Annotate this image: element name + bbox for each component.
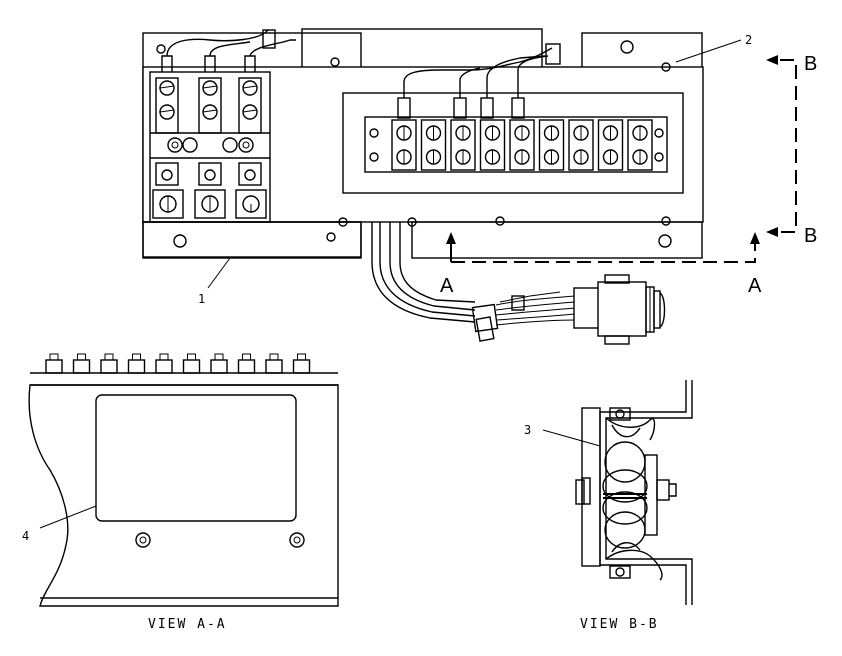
- flange-hole: [173, 234, 187, 248]
- terminal-edge: [292, 359, 311, 374]
- bracket-hole: [620, 40, 634, 54]
- terminal-edge: [265, 359, 283, 374]
- view-b-b-drawing: [542, 380, 693, 605]
- terminal-position: [479, 119, 506, 171]
- terminal-position: [420, 119, 447, 171]
- terminal-position: [568, 119, 594, 171]
- leader-3: [542, 429, 601, 447]
- fuse-block: [149, 29, 296, 223]
- view-b-b-label: VIEW B-B: [580, 617, 659, 632]
- terminal-edge: [45, 359, 63, 374]
- callout-2: 2: [745, 33, 752, 47]
- section-line-b: [766, 55, 797, 237]
- terminal-position: [509, 119, 535, 171]
- callout-3: 3: [524, 423, 531, 437]
- main-assembly: [142, 28, 797, 345]
- terminal-position: [538, 119, 565, 171]
- leader-2: [675, 39, 742, 63]
- callout-1: 1: [198, 292, 205, 306]
- terminal-position: [597, 119, 624, 171]
- view-a-a-drawing: [28, 353, 339, 607]
- wire-harness: [371, 222, 666, 345]
- section-mark-b-bottom: B: [804, 225, 817, 247]
- terminal-edge: [72, 359, 91, 374]
- terminal-edge: [237, 359, 256, 374]
- terminal-position: [391, 119, 417, 171]
- terminal-position: [450, 119, 476, 171]
- terminal-edge: [182, 359, 201, 374]
- terminal-edge: [100, 359, 118, 374]
- section-mark-b-top: B: [804, 53, 817, 75]
- leader-4: [39, 505, 97, 529]
- terminal-strip: [342, 43, 684, 194]
- terminal-edge: [210, 359, 228, 374]
- nameplate: [95, 394, 297, 522]
- view-a-a-label: VIEW A-A: [148, 617, 227, 632]
- right-flange: [411, 221, 703, 259]
- terminal-edge: [155, 359, 173, 374]
- section-line-a: [446, 232, 760, 263]
- section-mark-a-left: A: [440, 275, 454, 297]
- terminal-position: [627, 119, 653, 171]
- terminal-edge: [127, 359, 146, 374]
- leader-1: [207, 257, 231, 289]
- section-mark-a-right: A: [748, 275, 762, 297]
- rear-cover: [301, 28, 543, 70]
- callout-4: 4: [22, 529, 29, 543]
- panel-outline: [28, 384, 339, 607]
